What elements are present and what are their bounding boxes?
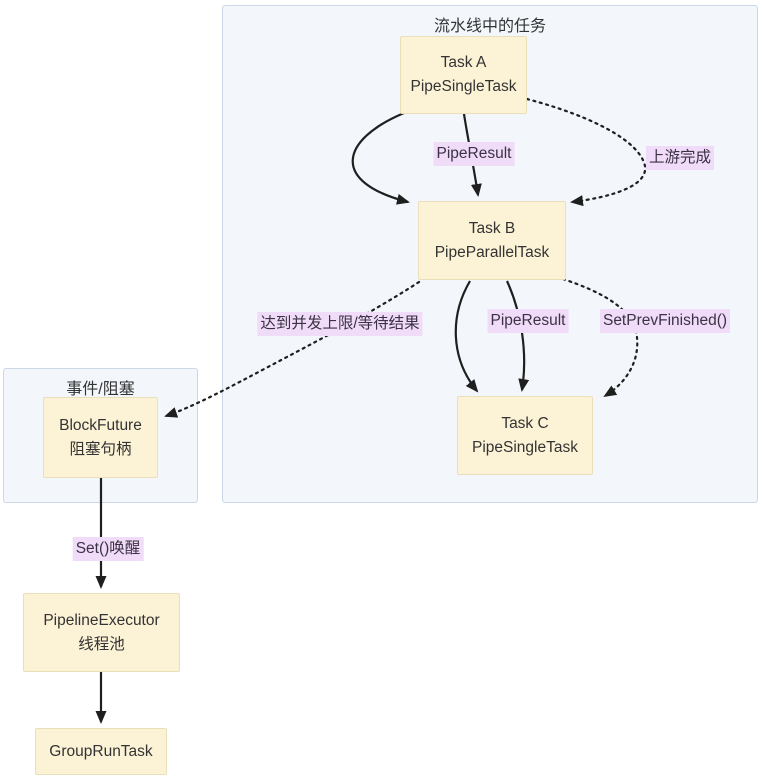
node-pipeline-executor-subtitle: 线程池 <box>78 635 125 653</box>
node-task-a-title: Task A <box>440 54 487 71</box>
node-block-future-title: BlockFuture <box>59 416 142 434</box>
node-pipeline-executor-title: PipelineExecutor <box>43 611 160 629</box>
node-group-run-task-title: GroupRunTask <box>49 742 153 760</box>
edge-label-concurrency-wait: 达到并发上限/等待结果 <box>257 312 423 336</box>
edge-label-upstream-done: 上游完成 <box>645 146 715 170</box>
node-task-b-title: Task B <box>468 219 516 237</box>
edge-task-a-to-task-b-upstream-done <box>525 97 647 207</box>
node-task-b-subtitle: PipeParallelTask <box>434 243 550 261</box>
node-task-c-subtitle: PipeSingleTask <box>472 438 578 456</box>
node-pipeline-executor: PipelineExecutor 线程池 <box>23 593 180 672</box>
node-task-a: Task A PipeSingleTask <box>400 36 527 114</box>
node-task-a-subtitle: PipeSingleTask <box>410 78 517 95</box>
node-group-run-task: GroupRunTask <box>35 728 167 775</box>
cluster-pipeline-title: 流水线中的任务 <box>433 18 546 35</box>
edge-task-b-to-block-future <box>164 280 421 418</box>
node-task-b: Task B PipeParallelTask <box>418 201 566 280</box>
edge-task-b-to-task-c-left <box>454 280 479 393</box>
node-task-c-title: Task C <box>501 414 549 432</box>
node-task-c: Task C PipeSingleTask <box>457 396 593 475</box>
edge-label-pipe-result-1: PipeResult <box>433 142 515 166</box>
node-block-future-subtitle: 阻塞句柄 <box>69 440 132 458</box>
edge-label-set-prev-finished: SetPrevFinished() <box>599 309 731 333</box>
node-block-future: BlockFuture 阻塞句柄 <box>43 397 158 478</box>
edge-label-pipe-result-2: PipeResult <box>487 309 569 333</box>
edge-task-b-to-task-c-piperesult <box>505 280 530 392</box>
edge-task-a-to-task-b-left <box>351 111 410 205</box>
cluster-event-title: 事件/阻塞 <box>66 381 135 398</box>
edge-label-set-wake: Set()唤醒 <box>72 537 144 561</box>
edge-task-b-to-task-c-setprevfinished <box>561 277 639 398</box>
